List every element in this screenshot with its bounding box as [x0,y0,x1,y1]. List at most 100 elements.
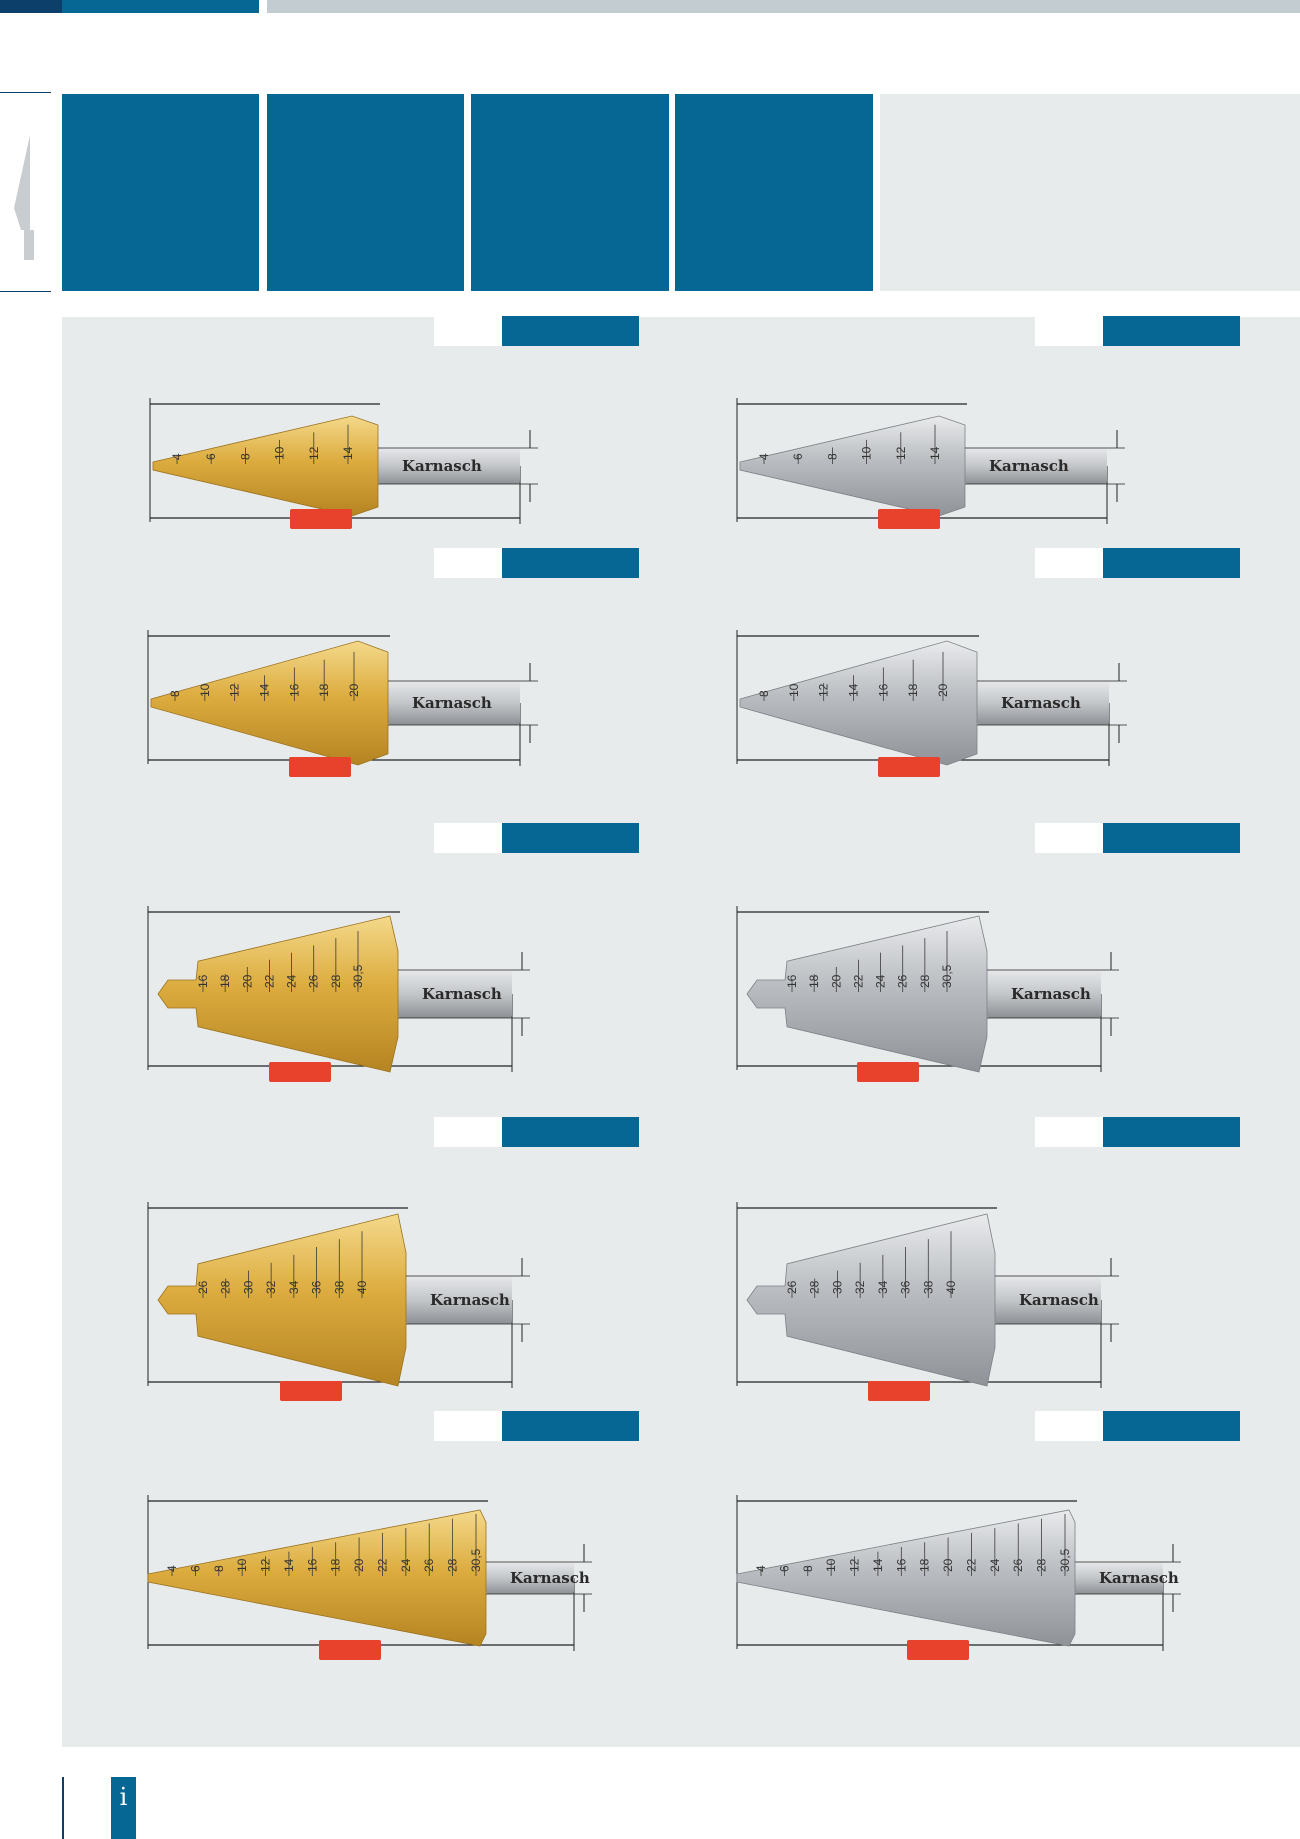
scale-label: 26 [1011,1558,1025,1572]
scale-label: 4 [170,453,184,460]
brand-label: Karnasch [1001,694,1081,712]
scale-label: 22 [375,1558,389,1572]
scale-label: 28 [219,1280,233,1294]
scale-label: 20 [829,974,843,988]
brand-label: Karnasch [422,985,502,1003]
header-box-2 [267,94,464,291]
scale-label: 38 [921,1280,935,1294]
scale-label: 12 [817,683,831,697]
scale-label: 24 [988,1558,1002,1572]
scale-label: 14 [928,446,942,460]
red-marker [878,757,940,777]
header-box-grey [880,94,1300,291]
footer-rule [62,1777,64,1839]
scale-label: 8 [825,453,839,460]
scale-label: 34 [876,1280,890,1294]
red-marker [878,509,940,529]
header-box-4 [675,94,873,291]
scale-label: 32 [853,1280,867,1294]
red-marker [290,509,352,529]
scale-label: 6 [777,1565,791,1572]
row-tag-white [434,823,502,853]
scale-label: 18 [329,1558,343,1572]
scale-label: 14 [871,1558,885,1572]
scale-label: 6 [188,1565,202,1572]
scale-label: 20 [347,683,361,697]
red-marker [280,1381,342,1401]
row-tag-white [1035,823,1103,853]
scale-label: 10 [860,446,874,460]
scale-label: 14 [258,683,272,697]
scale-label: 40 [355,1280,369,1294]
row-tag-blue [1103,1117,1240,1147]
row-tag-blue [502,1117,639,1147]
scale-label: 36 [899,1280,913,1294]
scale-label: 12 [259,1558,273,1572]
scale-label: 22 [851,974,865,988]
scale-label: 16 [196,974,210,988]
scale-label: 30,5 [1058,1548,1072,1572]
scale-label: 18 [807,974,821,988]
scale-label: 10 [235,1558,249,1572]
brand-label: Karnasch [1099,1569,1179,1587]
scale-label: 8 [757,690,771,697]
scale-label: 40 [944,1280,958,1294]
scale-label: 8 [168,690,182,697]
scale-label: 4 [754,1565,768,1572]
scale-label: 12 [307,446,321,460]
scale-label: 14 [341,446,355,460]
scale-label: 26 [196,1280,210,1294]
scale-label: 12 [894,446,908,460]
row-tag-white [1035,548,1103,578]
scale-label: 26 [896,974,910,988]
scale-label: 38 [332,1280,346,1294]
brand-label: Karnasch [412,694,492,712]
scale-label: 24 [285,974,299,988]
scale-label: 20 [352,1558,366,1572]
scale-label: 16 [894,1558,908,1572]
brand-label: Karnasch [1019,1291,1099,1309]
row-tag-blue [502,1411,639,1441]
row-tag-blue [1103,823,1240,853]
row-tag-white [1035,316,1103,346]
scale-label: 8 [212,1565,226,1572]
scale-label: 6 [204,453,218,460]
red-marker [868,1381,930,1401]
scale-label: 30 [241,1280,255,1294]
red-marker [319,1640,381,1660]
top-bar-grey [267,0,1300,13]
scale-label: 24 [399,1558,413,1572]
scale-label: 28 [808,1280,822,1294]
scale-label: 16 [287,683,301,697]
scale-label: 28 [446,1558,460,1572]
side-tab[interactable] [0,92,51,292]
scale-label: 22 [262,974,276,988]
row-tag-blue [1103,548,1240,578]
scale-label: 32 [264,1280,278,1294]
scale-label: 12 [848,1558,862,1572]
scale-label: 36 [310,1280,324,1294]
scale-label: 16 [305,1558,319,1572]
scale-label: 30,5 [469,1548,483,1572]
info-symbol: i [119,1783,128,1811]
brand-label: Karnasch [402,457,482,475]
scale-label: 20 [936,683,950,697]
scale-label: 4 [757,453,771,460]
scale-label: 8 [801,1565,815,1572]
scale-label: 18 [918,1558,932,1572]
header-box-1 [62,94,259,291]
scale-label: 16 [876,683,890,697]
row-tag-white [1035,1411,1103,1441]
row-tag-blue [502,316,639,346]
info-icon[interactable]: i [111,1777,136,1839]
brand-label: Karnasch [430,1291,510,1309]
row-tag-white [1035,1117,1103,1147]
scale-label: 26 [785,1280,799,1294]
